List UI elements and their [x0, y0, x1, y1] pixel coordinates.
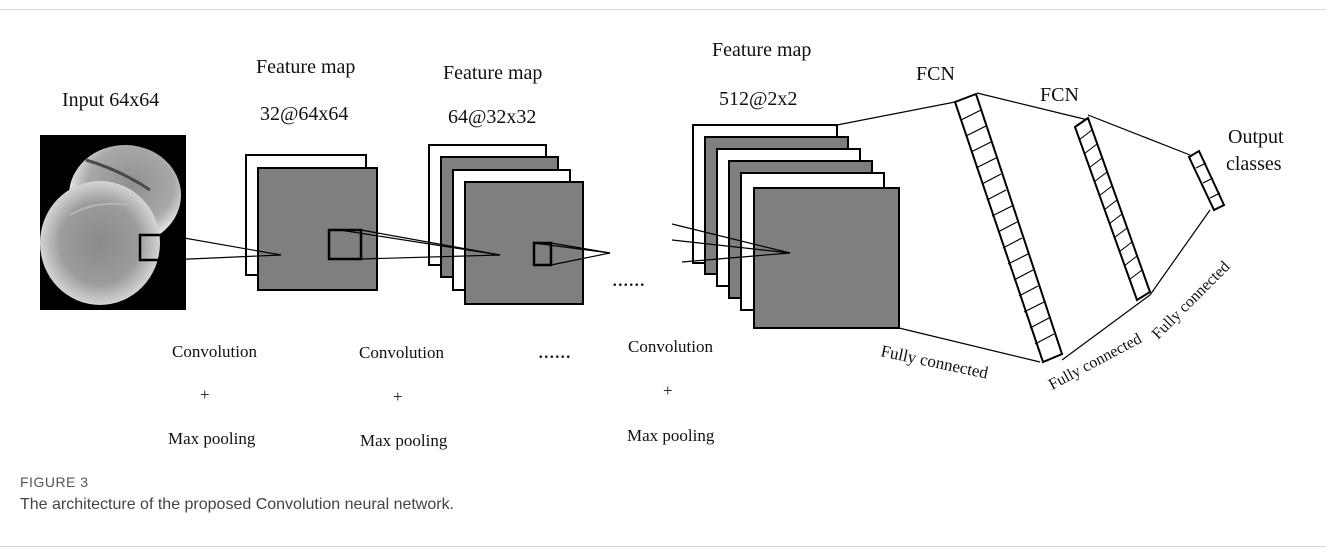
stage-1-pool: Max pooling [168, 429, 256, 448]
feature-map-1-dims: 32@64x64 [260, 103, 348, 125]
feature-map-2-title: Feature map [443, 62, 542, 84]
stage-2-pool: Max pooling [360, 431, 448, 450]
ellipsis-middle: ...... [612, 266, 645, 291]
stage-3-plus: + [663, 381, 673, 400]
stage-1-plus: + [200, 385, 210, 404]
stage-3-pool: Max pooling [627, 426, 715, 445]
feature-map-2-stack [428, 144, 584, 305]
fcn-1-bar [953, 92, 1064, 364]
input-label: Input 64x64 [62, 89, 159, 111]
fcn-2-label: FCN [1040, 84, 1079, 106]
feature-map-1-stack [245, 154, 378, 291]
stage-3-conv: Convolution [628, 337, 714, 356]
top-rule [0, 9, 1326, 10]
fc-label-2: Fully connected [1046, 330, 1145, 393]
feature-map-2-dims: 64@32x32 [448, 106, 536, 128]
feature-map-1-title: Feature map [256, 56, 355, 78]
cnn-architecture-diagram: Input 64x64 Feature map 32@64x64 Feature… [40, 39, 1284, 450]
input-image [40, 135, 186, 310]
output-label-line2: classes [1226, 153, 1282, 175]
stage-1-conv: Convolution [172, 342, 258, 361]
feature-map-3-stack [692, 124, 900, 329]
fcn-1-label: FCN [916, 63, 955, 85]
stage-2-plus: + [393, 387, 403, 406]
feature-map-3-dims: 512@2x2 [719, 88, 797, 110]
projection-lines [166, 92, 1211, 363]
ellipsis-bottom: ...... [538, 338, 571, 363]
fc-label-3: Fully connected [1149, 258, 1234, 343]
figure-caption: FIGURE 3 The architecture of the propose… [20, 474, 454, 514]
figure-number: FIGURE 3 [20, 474, 89, 490]
output-label-line1: Output [1228, 126, 1284, 148]
stage-2-conv: Convolution [359, 343, 445, 362]
fcn-2-bar [1073, 116, 1152, 302]
figure-caption-text: The architecture of the proposed Convolu… [20, 496, 455, 513]
output-bar [1187, 149, 1226, 212]
bottom-rule [0, 546, 1326, 547]
feature-map-3-title: Feature map [712, 39, 811, 61]
fc-label-1: Fully connected [879, 341, 990, 382]
